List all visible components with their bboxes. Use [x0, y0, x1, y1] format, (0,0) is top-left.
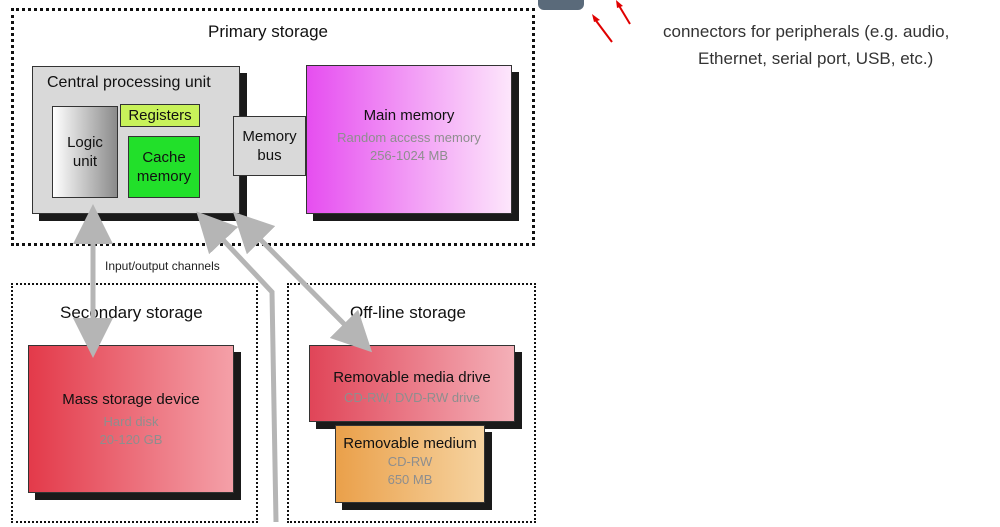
removable-medium-box: Removable medium CD-RW 650 MB	[335, 425, 485, 503]
removable-medium-line1: CD-RW	[387, 454, 433, 469]
offline-storage-region	[287, 283, 536, 523]
removable-medium-line2: 650 MB	[387, 472, 433, 487]
main-memory-title: Main memory	[363, 107, 455, 124]
registers-label: Registers	[128, 107, 192, 124]
connector-caption-line2: Ethernet, serial port, USB, etc.)	[698, 49, 934, 68]
mass-storage-line2: 20-120 GB	[99, 431, 163, 447]
logic-unit-box: Logic unit	[52, 106, 118, 198]
secondary-storage-region	[11, 283, 258, 523]
main-memory-box: Main memory Random access memory 256-102…	[306, 65, 512, 214]
connector-caption-line1: connectors for peripherals (e.g. audio,	[663, 22, 950, 41]
arrow-cpu-offline	[232, 211, 373, 353]
connector-photo-fragment	[538, 0, 584, 10]
cpu-title: Central processing unit	[47, 74, 211, 91]
mass-storage-title: Mass storage device	[62, 390, 200, 408]
red-pointer-arrows-icon	[592, 0, 631, 43]
primary-storage-title: Primary storage	[208, 22, 328, 41]
cache-memory-label: Cache memory	[136, 149, 192, 185]
io-channels-label: Input/output channels	[105, 259, 220, 273]
main-memory-line2: 256-1024 MB	[369, 148, 449, 163]
arrow-cpu-external	[196, 211, 279, 523]
main-memory-line1: Random access memory	[337, 130, 481, 145]
cache-memory-box: Cache memory	[128, 136, 200, 198]
registers-box: Registers	[120, 104, 200, 127]
removable-medium-title: Removable medium	[343, 435, 477, 452]
removable-drive-line1: CD-RW, DVD-RW drive	[343, 390, 481, 405]
offline-storage-title: Off-line storage	[350, 303, 466, 322]
mass-storage-device-box: Mass storage device Hard disk 20-120 GB	[28, 345, 234, 493]
mass-storage-line1: Hard disk	[103, 413, 159, 429]
removable-media-drive-box: Removable media drive CD-RW, DVD-RW driv…	[309, 345, 515, 422]
removable-drive-title: Removable media drive	[333, 369, 491, 386]
memory-bus-label: Memory bus	[242, 128, 297, 164]
memory-bus-box: Memory bus	[233, 116, 306, 176]
logic-unit-label: Logic unit	[67, 134, 103, 170]
